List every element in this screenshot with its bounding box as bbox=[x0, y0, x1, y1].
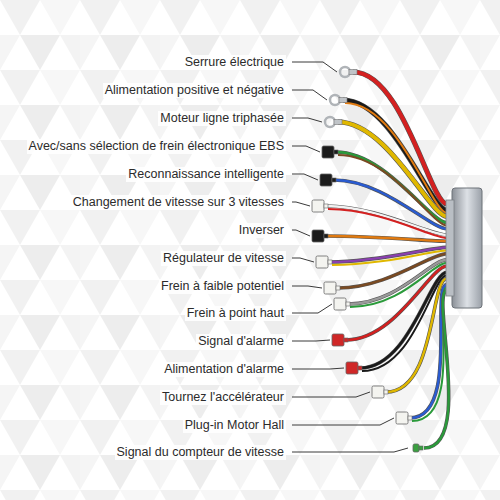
wire bbox=[334, 180, 447, 229]
connectors bbox=[312, 67, 423, 452]
plug-tail bbox=[384, 390, 388, 394]
callout-label: Reconnaissance intelligente bbox=[126, 167, 286, 182]
plug-housing bbox=[320, 174, 332, 186]
leader-line bbox=[292, 90, 327, 100]
leader-line bbox=[292, 368, 344, 369]
callout-label: Alimentation positive et négative bbox=[103, 83, 286, 98]
leader-line bbox=[292, 392, 370, 397]
leader-line bbox=[292, 118, 322, 122]
plug-housing bbox=[312, 230, 324, 242]
plug-housing bbox=[312, 200, 324, 212]
leader-line bbox=[292, 258, 314, 262]
controller-flange bbox=[446, 200, 454, 296]
plug-tail bbox=[408, 416, 412, 420]
leader-lines bbox=[292, 62, 408, 452]
wire bbox=[424, 291, 449, 448]
plug-tail bbox=[336, 286, 340, 290]
leader-line bbox=[292, 286, 322, 288]
callout-label: Moteur ligne triphasée bbox=[158, 111, 286, 126]
leader-line bbox=[292, 230, 310, 236]
plug-housing bbox=[322, 146, 334, 158]
wire-outline bbox=[338, 122, 447, 216]
crimp-sleeve bbox=[349, 70, 357, 75]
plug-housing bbox=[324, 282, 336, 294]
plug-tail bbox=[328, 260, 332, 264]
plug-tail bbox=[344, 338, 348, 342]
ring-terminal bbox=[325, 117, 335, 127]
plug-housing bbox=[334, 298, 346, 310]
wire bbox=[338, 155, 447, 226]
leader-line bbox=[292, 340, 330, 341]
controller-housing bbox=[452, 188, 482, 308]
wire-bundle bbox=[326, 72, 449, 448]
plug-housing bbox=[332, 334, 344, 346]
wire bbox=[336, 152, 447, 223]
plug-housing bbox=[372, 386, 384, 398]
callout-label: Régulateur de vitesse bbox=[161, 251, 286, 266]
wire bbox=[328, 209, 447, 238]
leader-line bbox=[292, 448, 408, 452]
callout-label: Frein à point haut bbox=[185, 306, 286, 321]
wire bbox=[326, 236, 447, 241]
callout-label: Plug-in Motor Hall bbox=[183, 418, 286, 433]
plug-tail bbox=[346, 302, 350, 306]
callout-label: Changement de vitesse sur 3 vitesses bbox=[71, 195, 286, 210]
plug-tail bbox=[358, 366, 362, 370]
wire-outline bbox=[334, 180, 447, 229]
plug-housing bbox=[396, 412, 408, 424]
ring-terminal bbox=[330, 95, 340, 105]
plug-tail bbox=[332, 178, 336, 182]
leader-line bbox=[292, 418, 394, 425]
leader-line bbox=[292, 146, 320, 152]
plug-tail bbox=[419, 446, 423, 450]
plug-tail bbox=[334, 150, 338, 154]
plug-tail bbox=[324, 234, 328, 238]
plug-housing bbox=[413, 444, 419, 452]
callout-label: Alimentation d'alarme bbox=[162, 362, 286, 377]
leader-line bbox=[292, 174, 318, 180]
callout-label: Serrure électrique bbox=[183, 55, 286, 70]
ring-terminal bbox=[340, 67, 350, 77]
wire bbox=[350, 263, 447, 307]
leader-line bbox=[292, 62, 337, 72]
callout-label: Tournez l'accélérateur bbox=[160, 390, 286, 405]
crimp-sleeve bbox=[334, 120, 342, 125]
callout-label: Signal d'alarme bbox=[196, 334, 286, 349]
wire-outline bbox=[336, 152, 447, 223]
wire bbox=[338, 122, 447, 216]
plug-housing bbox=[316, 256, 328, 268]
leader-line bbox=[292, 304, 332, 313]
wire-outline bbox=[326, 236, 447, 241]
callout-label: Inverser bbox=[237, 223, 286, 238]
callout-label: Avec/sans sélection de frein électroniqu… bbox=[27, 139, 286, 154]
callout-label: Signal du compteur de vitesse bbox=[115, 445, 286, 460]
callout-label: Frein à faible potentiel bbox=[159, 279, 286, 294]
wire-outline bbox=[424, 291, 449, 448]
wire bbox=[362, 275, 447, 371]
plug-tail bbox=[324, 204, 328, 208]
crimp-sleeve bbox=[339, 98, 347, 103]
leader-line bbox=[292, 202, 310, 206]
plug-housing bbox=[346, 362, 358, 374]
